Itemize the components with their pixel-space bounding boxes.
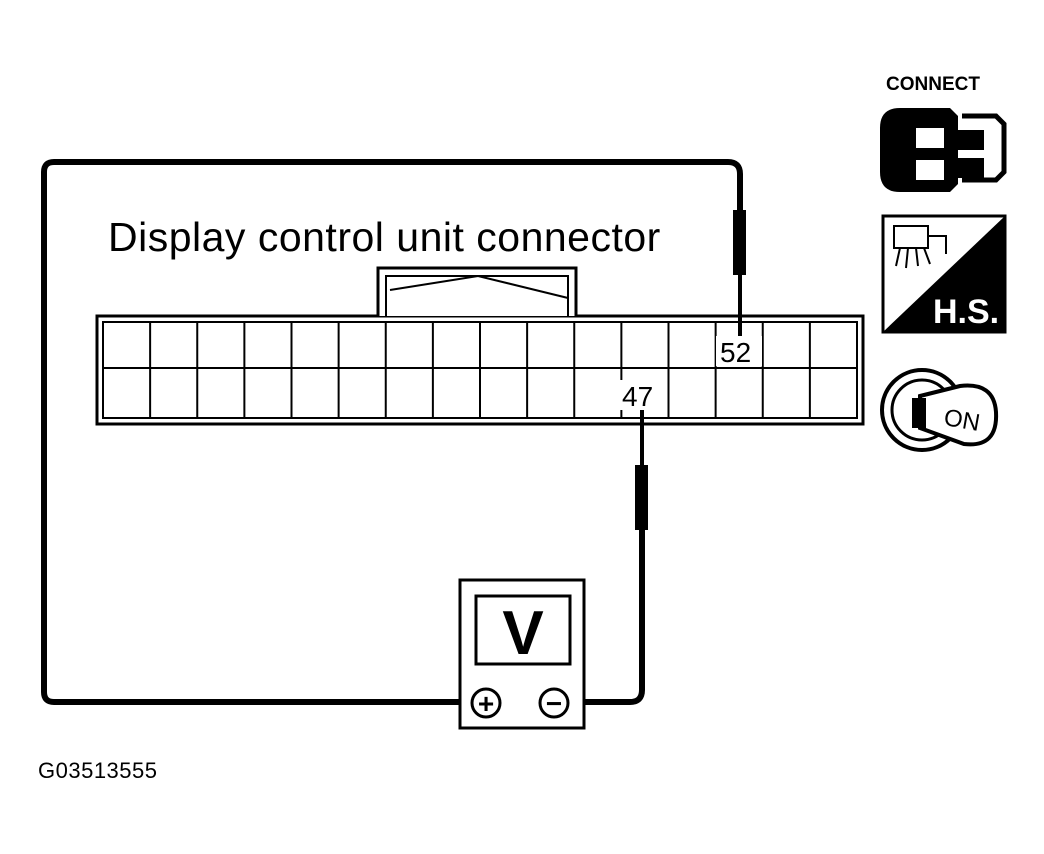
connect-label: CONNECT bbox=[886, 74, 980, 95]
harness-side-label: H.S. bbox=[933, 293, 999, 331]
negative-sign: − bbox=[546, 688, 562, 719]
connector-cavity-grid bbox=[103, 322, 857, 418]
positive-sign: + bbox=[478, 688, 494, 719]
negative-probe bbox=[635, 465, 648, 530]
positive-probe bbox=[733, 210, 746, 275]
ignition-on-label: ON bbox=[942, 404, 982, 437]
negative-terminal-icon bbox=[538, 687, 570, 719]
positive-terminal-icon bbox=[470, 687, 502, 719]
connector-icon bbox=[880, 108, 1007, 192]
figure-code: G03513555 bbox=[38, 758, 158, 783]
voltmeter: V + − bbox=[458, 578, 586, 730]
harness-side-icon: H.S. bbox=[881, 214, 1007, 334]
connector bbox=[95, 266, 865, 426]
diagram-title: Display control unit connector bbox=[108, 214, 661, 260]
negative-wire bbox=[555, 527, 645, 705]
terminal-47-label: 47 bbox=[622, 381, 653, 412]
ignition-key-on-icon: ON bbox=[880, 368, 999, 452]
positive-wire bbox=[41, 159, 743, 705]
connector-latch bbox=[376, 266, 578, 316]
terminal-52-label: 52 bbox=[720, 337, 751, 368]
voltmeter-symbol: V bbox=[502, 599, 543, 668]
